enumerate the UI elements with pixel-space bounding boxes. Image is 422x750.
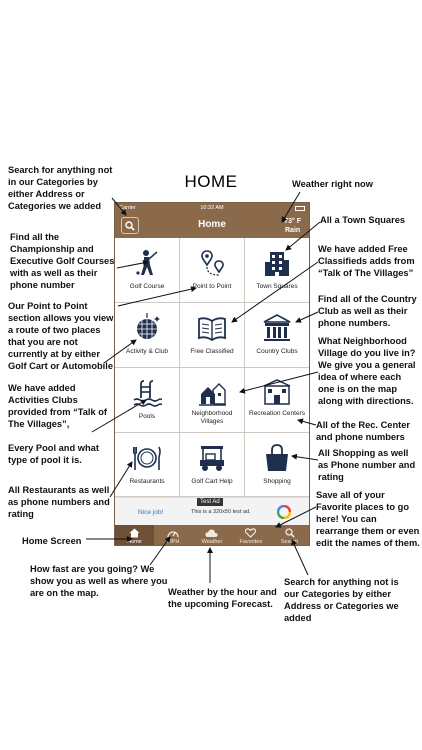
annotation-mph: How fast are you going? We show you as w… [30,564,168,598]
grid-label: Town Squares [256,283,298,290]
grid-item-restaurants[interactable]: Restaurants [115,433,180,497]
speedometer-icon [167,531,179,538]
tab-label: Home [127,539,142,545]
pavilion-icon [263,314,291,341]
ad-logo-icon [277,505,291,519]
ad-headline: Nice job! [138,509,164,516]
grid-item-free-classified[interactable]: Free Classified [180,303,245,368]
grid-item-recreation-centers[interactable]: Recreation Centers [245,368,309,433]
nav-search-button[interactable] [121,217,139,234]
grid-label: Shopping [263,478,291,485]
condition-label: Rain [285,227,301,234]
annotation-home-screen: Home Screen [22,536,82,546]
pool-icon [133,380,162,407]
grid-label: Golf Cart Help [191,478,233,485]
book-icon [198,317,226,342]
annotation-town-squares: All a Town Squares [320,215,406,225]
disco-ball-icon [137,313,160,339]
page-title: HOME [184,172,238,191]
temperature-label: 73° F [284,218,301,225]
golfer-icon [136,250,158,275]
home-icon [129,528,140,538]
grid-label: Country Clubs [256,348,298,355]
annotation-forecast: Weather by the hour and the upcoming For… [168,587,277,609]
grid-label: Recreation Centers [249,410,305,417]
village-icon [199,383,226,406]
search-icon [125,220,135,231]
battery-icon [295,206,305,211]
tab-label: Search [280,539,299,545]
annotation-favorites: Save all of your Favorite places to go h… [316,490,420,548]
shopping-bag-icon [266,444,288,471]
annotation-classifieds: We have added Free Classifieds adds from… [318,244,415,278]
annotation-activities: We have added Activities Clubs provided … [8,383,108,429]
phone-screen: Carrier 10:32 AM Home 73° F Rain Golf Co… [114,202,310,546]
grid-item-golf-cart-help[interactable]: Golf Cart Help [180,433,245,497]
building-icon [265,252,289,276]
carrier-label: Carrier [119,205,136,211]
search-icon [284,528,295,538]
status-bar: Carrier 10:32 AM [115,203,309,214]
recreation-center-icon [263,379,291,405]
annotation-weather: Weather right now [292,179,373,189]
plate-cutlery-icon [133,446,161,470]
grid-item-town-squares[interactable]: Town Squares [245,238,309,303]
annotation-golf: Find all the Championship and Executive … [10,232,115,290]
annotation-country-club: Find all of the Country Club as well as … [318,294,417,328]
grid-item-point-to-point[interactable]: Point to Point [180,238,245,303]
grid-label: Point to Point [192,283,232,290]
nav-title: Home [198,219,226,230]
heart-icon [245,528,257,538]
tab-home[interactable]: Home [115,525,154,545]
annotation-pools: Every Pool and what type of pool it is. [8,443,99,465]
tab-mph[interactable]: MPH [154,525,193,545]
tab-label: Favorites [239,539,263,545]
grid-item-golf-course[interactable]: Golf Course [115,238,180,303]
grid-label: Pools [138,413,156,420]
grid-item-pools[interactable]: Pools [115,368,180,433]
ad-text: This is a 320x50 test ad. [191,509,251,515]
navbar: Home 73° F Rain [115,214,309,238]
tab-bar: Home MPH Weather Favorites Search [115,525,309,545]
category-grid: Golf Course Point to Point [115,238,309,497]
ad-tag: Test Ad [197,498,223,506]
annotation-search-left: Search for anything not in our Categorie… [8,165,113,211]
grid-label: Restaurants [129,478,165,485]
map-pins-icon [201,250,224,276]
grid-item-activity-club[interactable]: Activity & Club [115,303,180,368]
cloud-icon [205,529,219,537]
annotation-shopping: All Shopping as well as Phone number and… [318,448,416,482]
annotation-rec-center: All of the Rec. Center and phone numbers [316,420,411,442]
grid-item-neighborhood-villages[interactable]: Neighborhood Villages [180,368,245,433]
grid-label: Free Classified [190,348,234,355]
golf-cart-icon [200,446,224,471]
tab-search[interactable]: Search [270,525,309,545]
grid-label: Golf Course [129,283,165,290]
annotation-point-to-point: Our Point to Point section allows you vi… [8,301,114,371]
annotation-search-bottom: Search for anything not is our Categorie… [284,577,399,623]
nav-weather-button[interactable]: 73° F Rain [284,217,301,235]
grid-item-country-clubs[interactable]: Country Clubs [245,303,309,368]
ad-banner[interactable]: Test Ad Nice job! This is a 320x50 test … [115,497,309,526]
status-time: 10:32 AM [200,205,224,211]
grid-item-shopping[interactable]: Shopping [245,433,309,497]
grid-label: Neighborhood Villages [191,410,233,425]
tab-weather[interactable]: Weather [193,525,232,545]
tab-label: Weather [201,539,223,545]
tab-favorites[interactable]: Favorites [231,525,270,545]
annotation-neighborhood: What Neighborhood Village do you live in… [318,336,416,406]
grid-label: Activity & Club [126,348,168,355]
annotation-restaurants: All Restaurants as well as phone numbers… [8,485,110,519]
tab-label: MPH [167,539,180,545]
